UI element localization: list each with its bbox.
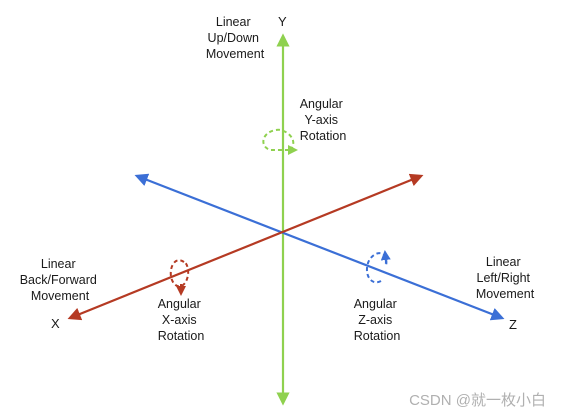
z-angular-label: Angular Z-axis Rotation [354, 297, 401, 343]
z-rotation-indicator [366, 250, 391, 284]
y-rotation-indicator [262, 128, 298, 155]
x-axis-letter: X [51, 316, 60, 331]
z-axis-letter: Z [509, 317, 517, 332]
y-linear-label: Linear Up/Down Movement [206, 15, 265, 61]
y-axis-letter: Y [278, 14, 287, 29]
watermark-text: CSDN @就一枚小白 [409, 392, 546, 409]
x-rotation-indicator [169, 259, 188, 294]
x-linear-label: Linear Back/Forward Movement [20, 257, 101, 303]
z-linear-label: Linear Left/Right Movement [476, 255, 535, 301]
x-axis-line [67, 173, 424, 321]
x-angular-label: Angular X-axis Rotation [158, 297, 205, 343]
y-angular-label: Angular Y-axis Rotation [300, 97, 347, 143]
